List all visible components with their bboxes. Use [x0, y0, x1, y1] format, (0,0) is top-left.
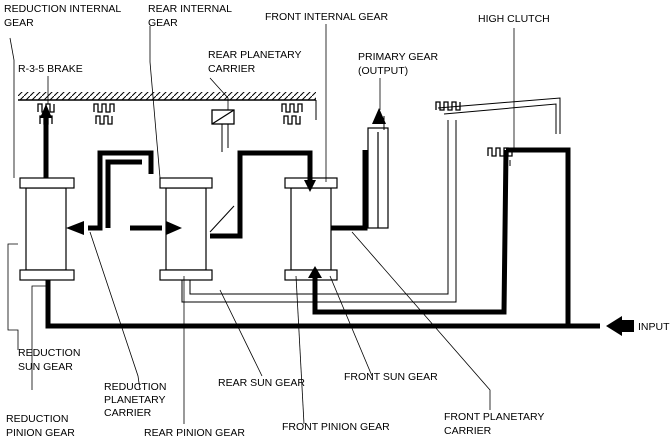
- high-clutch-pack: [487, 147, 513, 157]
- label-input: INPUT: [638, 321, 670, 333]
- label-rear-sun-gear: REAR SUN GEAR: [218, 377, 305, 389]
- label-front-pinion-gear: FRONT PINION GEAR: [282, 421, 390, 433]
- up-arrow-front-sun: [308, 266, 322, 278]
- rear-brake-pack: [93, 103, 115, 125]
- up-arrow-primary-gear: [372, 108, 386, 124]
- leader-lines: [7, 24, 515, 425]
- mechanical-linkages: [181, 97, 561, 303]
- label-front-internal-gear: FRONT INTERNAL GEAR: [265, 11, 389, 23]
- upper-clutch-pack: [435, 101, 461, 111]
- input-arrow-icon: [606, 316, 634, 336]
- label-front-sun-gear: FRONT SUN GEAR: [344, 371, 438, 383]
- front-gear-set: [284, 177, 338, 281]
- label-rear-pinion-gear: REAR PINION GEAR: [144, 427, 245, 439]
- down-arrow-front-internal: [304, 180, 316, 192]
- right-arrow-rear: [166, 221, 182, 235]
- one-way-clutch: [211, 109, 235, 125]
- reduction-gear-set: [19, 177, 75, 281]
- transmission-case: [18, 92, 316, 101]
- power-flow-paths: [43, 116, 600, 329]
- label-r35-brake: R-3-5 BRAKE: [18, 63, 83, 75]
- rear-gear-set: [159, 177, 213, 281]
- front-brake-pack: [281, 103, 303, 125]
- left-arrow-reduction: [66, 221, 84, 235]
- label-high-clutch: HIGH CLUTCH: [478, 13, 550, 25]
- up-arrow-r35: [40, 104, 52, 118]
- label-primary-gear: PRIMARY GEAR(OUTPUT): [358, 51, 439, 77]
- primary-gear-output: [367, 127, 389, 229]
- flow-arrows: [40, 104, 634, 336]
